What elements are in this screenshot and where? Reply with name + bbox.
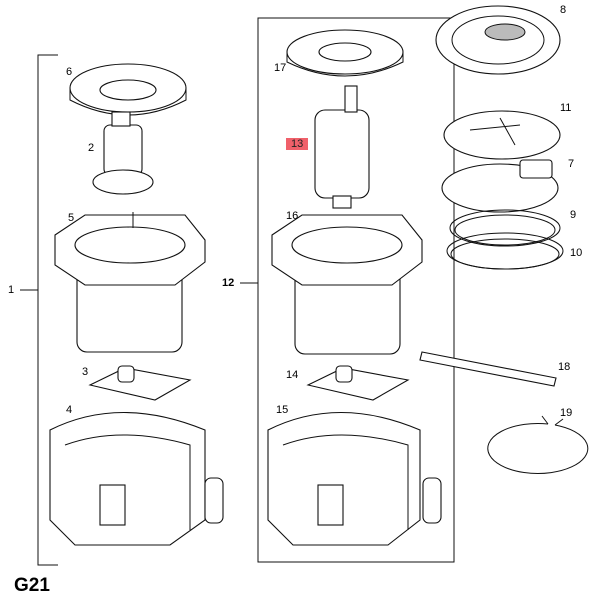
part-9-seal bbox=[449, 209, 561, 247]
part-7-flange bbox=[441, 159, 559, 213]
callout-6: 6 bbox=[66, 66, 73, 78]
callout-13-highlighted: 13 bbox=[286, 138, 309, 150]
callout-3: 3 bbox=[82, 366, 89, 378]
callout-17: 17 bbox=[274, 62, 287, 74]
part-2-pump bbox=[92, 111, 154, 195]
part-4-housing bbox=[49, 412, 224, 546]
callout-14: 14 bbox=[286, 369, 299, 381]
part-10-ring bbox=[446, 232, 564, 270]
part-5-reservoir-top bbox=[54, 212, 206, 353]
part-19-clip bbox=[487, 415, 589, 474]
part-3-filter bbox=[88, 365, 192, 401]
callout-1: 1 bbox=[8, 284, 15, 296]
part-8-cover bbox=[435, 5, 561, 75]
part-11-flange bbox=[443, 110, 561, 160]
part-18-strip bbox=[419, 351, 557, 387]
callout-2: 2 bbox=[88, 142, 95, 154]
part-14-filter bbox=[306, 365, 410, 401]
callout-7: 7 bbox=[568, 158, 575, 170]
group-bracket-1 bbox=[20, 54, 58, 566]
part-17-ring bbox=[286, 29, 404, 77]
callout-8: 8 bbox=[560, 4, 567, 16]
part-15-housing bbox=[267, 412, 442, 546]
callout-12: 12 bbox=[222, 277, 235, 289]
callout-18: 18 bbox=[558, 361, 571, 373]
part-16-reservoir-top bbox=[271, 214, 423, 355]
group-bracket-12 bbox=[240, 17, 455, 563]
callout-5: 5 bbox=[68, 212, 75, 224]
callout-4: 4 bbox=[66, 404, 73, 416]
part-13-pump bbox=[314, 85, 370, 209]
callout-9: 9 bbox=[570, 209, 577, 221]
callout-11: 11 bbox=[560, 102, 572, 114]
callout-10: 10 bbox=[570, 247, 583, 259]
part-6-ring bbox=[69, 63, 187, 116]
callout-15: 15 bbox=[276, 404, 289, 416]
diagram-code: G21 bbox=[14, 575, 50, 596]
callout-16: 16 bbox=[286, 210, 299, 222]
callout-19: 19 bbox=[560, 407, 573, 419]
